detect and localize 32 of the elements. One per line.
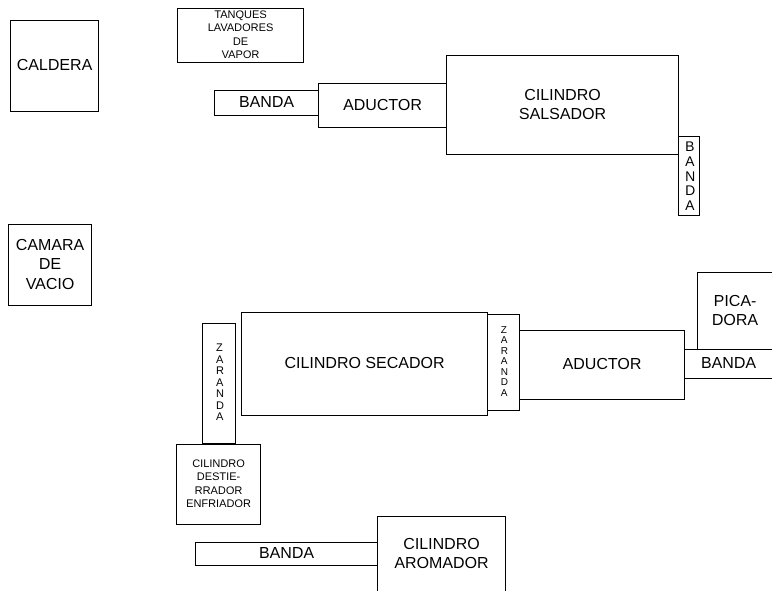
- equipment-label: BANDA: [238, 93, 294, 113]
- equipment-box: [176, 444, 261, 525]
- equipment-box: [8, 224, 92, 306]
- equipment-box: [697, 272, 772, 350]
- equipment-box: [10, 20, 99, 112]
- equipment-label: CILINDRO DESTIE- RRADOR ENFRIADOR: [186, 458, 251, 511]
- equipment-label: CAMARA DE VACIO: [16, 236, 84, 294]
- equipment-label: CILINDRO SECADOR: [284, 354, 445, 374]
- equipment-label: ZARANDA: [216, 343, 222, 424]
- equipment-label: PICA- DORA: [712, 292, 758, 330]
- equipment-box: [202, 323, 236, 444]
- equipment-label: ADUCTOR: [343, 96, 422, 116]
- equipment-box: [678, 136, 700, 216]
- equipment-box: [177, 8, 304, 63]
- equipment-label: CILINDRO AROMADOR: [394, 534, 489, 574]
- equipment-box: [195, 542, 378, 566]
- equipment-box: [318, 83, 447, 128]
- equipment-label: ZARANDA: [500, 326, 506, 400]
- equipment-box: [487, 314, 520, 411]
- equipment-box: [684, 349, 772, 379]
- equipment-label: ADUCTOR: [562, 355, 642, 375]
- equipment-box: [241, 312, 488, 416]
- equipment-box: [519, 330, 685, 400]
- equipment-label: BANDA: [258, 544, 314, 564]
- equipment-label: BANDA: [700, 354, 756, 374]
- equipment-box: [214, 90, 319, 116]
- equipment-box: [446, 55, 679, 155]
- equipment-label: BANDA: [685, 139, 693, 213]
- equipment-label: CILINDRO SALSADOR: [518, 86, 606, 124]
- equipment-box: [377, 516, 506, 591]
- equipment-label: CALDERA: [16, 56, 92, 76]
- equipment-label: TANQUES LAVADORES DE VAPOR: [208, 9, 274, 62]
